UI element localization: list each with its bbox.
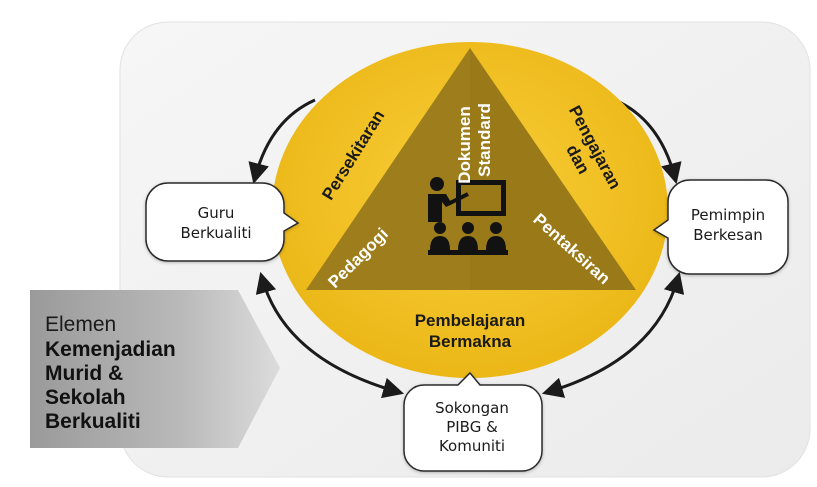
banner-line5: Berkualiti xyxy=(45,410,141,433)
triangle-highlight xyxy=(306,48,470,290)
bubble-bottom-line2: PIBG & xyxy=(446,418,498,436)
bubble-sokongan-pibg xyxy=(403,371,543,472)
teacher-presentation-icon xyxy=(428,177,508,255)
bubble-right-line2: Berkesan xyxy=(693,226,763,244)
element-banner xyxy=(30,290,280,448)
banner-line3: Murid & xyxy=(45,362,123,385)
arrow-bottom-right xyxy=(541,271,685,398)
triangle-label-top-line2: Standard xyxy=(475,103,494,177)
bubble-left-line1: Guru xyxy=(198,204,235,222)
triangle-label-top-line1: Dokumen xyxy=(455,106,474,183)
bubble-guru-berkualiti xyxy=(145,182,300,262)
banner-line1: Elemen xyxy=(45,313,116,336)
bubble-right-line1: Pemimpin xyxy=(691,206,765,224)
arrow-bottom-left xyxy=(255,271,405,399)
bubble-bottom-line3: Komuniti xyxy=(439,437,505,455)
bubble-left-line2: Berkualiti xyxy=(181,224,252,242)
ring-label-bottom-line2: Bermakna xyxy=(429,332,512,351)
bubble-bottom-line1: Sokongan xyxy=(435,399,509,417)
bubble-pemimpin-berkesan xyxy=(652,179,789,275)
arrow-top-left xyxy=(248,98,316,185)
banner-line2: Kemenjadian xyxy=(45,338,176,361)
banner-line4: Sekolah xyxy=(45,386,126,409)
ring-label-bottom-line1: Pembelajaran xyxy=(415,311,526,330)
